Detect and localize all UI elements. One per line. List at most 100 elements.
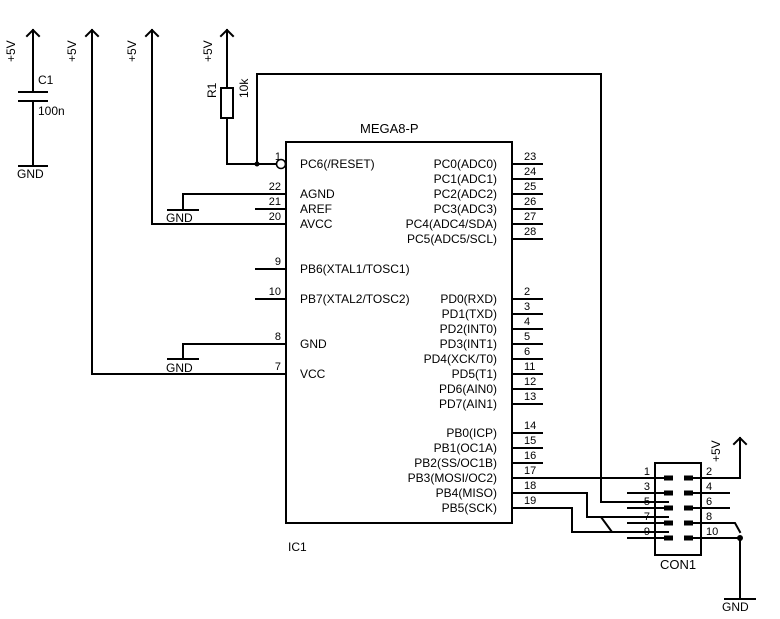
left-pin-number: 1 [275, 151, 281, 163]
ic-ref-label: IC1 [288, 540, 307, 554]
right-pin-name: PB5(SCK) [442, 501, 497, 515]
power-label-vcc3: +5V [125, 40, 139, 62]
right-pin-name: PC0(ADC0) [434, 157, 497, 171]
right-pin-number: 5 [524, 331, 530, 343]
connector-pin-right-number: 4 [706, 481, 712, 493]
left-pin-number: 9 [275, 256, 281, 268]
right-pin-name: PC5(ADC5/SCL) [407, 232, 497, 246]
right-pin-name: PB1(OC1A) [434, 441, 497, 455]
power-label-vcc4: +5V [201, 40, 215, 62]
right-pin-name: PD3(INT1) [440, 337, 497, 351]
connector-ref: CON1 [660, 557, 696, 572]
right-pin-number: 16 [524, 450, 536, 462]
right-pin-name: PD1(TXD) [442, 307, 497, 321]
right-pin-name: PC4(ADC4/SDA) [406, 217, 497, 231]
right-pin-name: PB3(MOSI/OC2) [408, 471, 497, 485]
gnd-label-4: GND [722, 600, 749, 614]
connector-pin-left-number: 7 [644, 511, 650, 523]
connector-pin-left-number: 9 [644, 526, 650, 538]
capacitor-ref: C1 [38, 73, 54, 87]
connector-pin-right-number: 8 [706, 511, 712, 523]
resistor-ref: R1 [205, 82, 219, 98]
right-pin-number: 13 [524, 391, 536, 403]
gnd-label-3: GND [166, 361, 193, 375]
right-pin-number: 24 [524, 166, 536, 178]
right-pin-number: 12 [524, 376, 536, 388]
right-pin-name: PB0(ICP) [446, 426, 497, 440]
resistor-value: 10k [237, 78, 251, 98]
left-pin-name: PC6(/RESET) [300, 157, 375, 171]
left-pin-name: GND [300, 337, 327, 351]
capacitor-value: 100n [38, 104, 65, 118]
right-pin-number: 6 [524, 346, 530, 358]
right-pin-number: 3 [524, 301, 530, 313]
gnd-pin8: GND [166, 343, 287, 375]
right-pin-name: PD2(INT0) [440, 322, 497, 336]
right-pin-name: PC2(ADC2) [434, 187, 497, 201]
connector-pin-left [664, 505, 673, 511]
left-pin-number: 8 [275, 331, 281, 343]
gnd-label-1: GND [17, 167, 44, 181]
left-pin-number: 20 [269, 211, 281, 223]
left-pin-number: 21 [269, 196, 281, 208]
connector-pin-right [684, 490, 693, 496]
right-pin-number: 19 [524, 495, 536, 507]
right-pin-number: 11 [524, 361, 535, 373]
power-label-vcc1: +5V [4, 40, 18, 62]
avcc-rail: +5V [125, 28, 287, 225]
power-label-vcc5: +5V [709, 440, 723, 462]
left-pin-name: AREF [300, 202, 332, 216]
resistor-r1: +5V R1 10k [201, 28, 277, 167]
connector-con1: CON1 [627, 462, 730, 572]
connector-nets: +5V GND [586, 436, 756, 614]
right-pin-number: 14 [524, 420, 536, 432]
right-pin-name: PD4(XCK/T0) [424, 352, 497, 366]
right-pin-number: 25 [524, 181, 536, 193]
connector-pin-left [664, 475, 673, 481]
right-pin-number: 18 [524, 480, 536, 492]
connector-pin-left-number: 5 [644, 496, 650, 508]
right-pin-number: 4 [524, 316, 530, 328]
ic-part-label: MEGA8-P [360, 121, 419, 136]
right-pin-name: PD7(AIN1) [439, 397, 497, 411]
reset-line [256, 73, 669, 503]
connector-pin-left [664, 490, 673, 496]
power-label-vcc2: +5V [65, 40, 79, 62]
right-pin-number: 17 [524, 465, 536, 477]
ic-mega8: MEGA8-P IC1 [275, 121, 513, 554]
vcc-rail-pin7: +5V [65, 28, 287, 375]
left-pin-name: PB6(XTAL1/TOSC1) [300, 262, 410, 276]
right-pin-name: PD0(RXD) [440, 292, 497, 306]
right-pin-name: PC1(ADC1) [434, 172, 497, 186]
left-pin-number: 10 [269, 286, 281, 298]
connector-pin-right-number: 10 [706, 526, 718, 538]
left-pin-number: 22 [269, 181, 281, 193]
ic-right-pins: 23PC0(ADC0)24PC1(ADC1)25PC2(ADC2)26PC3(A… [406, 151, 543, 515]
connector-pin-right [684, 535, 693, 541]
connector-pin-right [684, 475, 693, 481]
right-pin-name: PB2(SS/OC1B) [414, 456, 497, 470]
left-pin-name: PB7(XTAL2/TOSC2) [300, 292, 410, 306]
left-pin-name: AVCC [300, 217, 333, 231]
right-pin-number: 15 [524, 435, 536, 447]
right-pin-name: PD6(AIN0) [439, 382, 497, 396]
connector-pin-right-number: 6 [706, 496, 712, 508]
connector-pin-left-number: 1 [644, 466, 650, 478]
right-pin-name: PB4(MISO) [436, 486, 497, 500]
connector-pin-left [664, 535, 673, 541]
connector-pin-right [684, 520, 693, 526]
right-pin-name: PD5(T1) [452, 367, 497, 381]
left-pin-name: AGND [300, 187, 335, 201]
connector-pin-right [684, 505, 693, 511]
right-pin-number: 28 [524, 226, 536, 238]
gnd-label-2: GND [166, 211, 193, 225]
capacitor-c1: C1 100n +5V GND [4, 28, 65, 181]
right-pin-number: 23 [524, 151, 536, 163]
right-pin-number: 27 [524, 211, 536, 223]
left-pin-number: 7 [275, 361, 281, 373]
connector-pin-right-number: 2 [706, 466, 712, 478]
